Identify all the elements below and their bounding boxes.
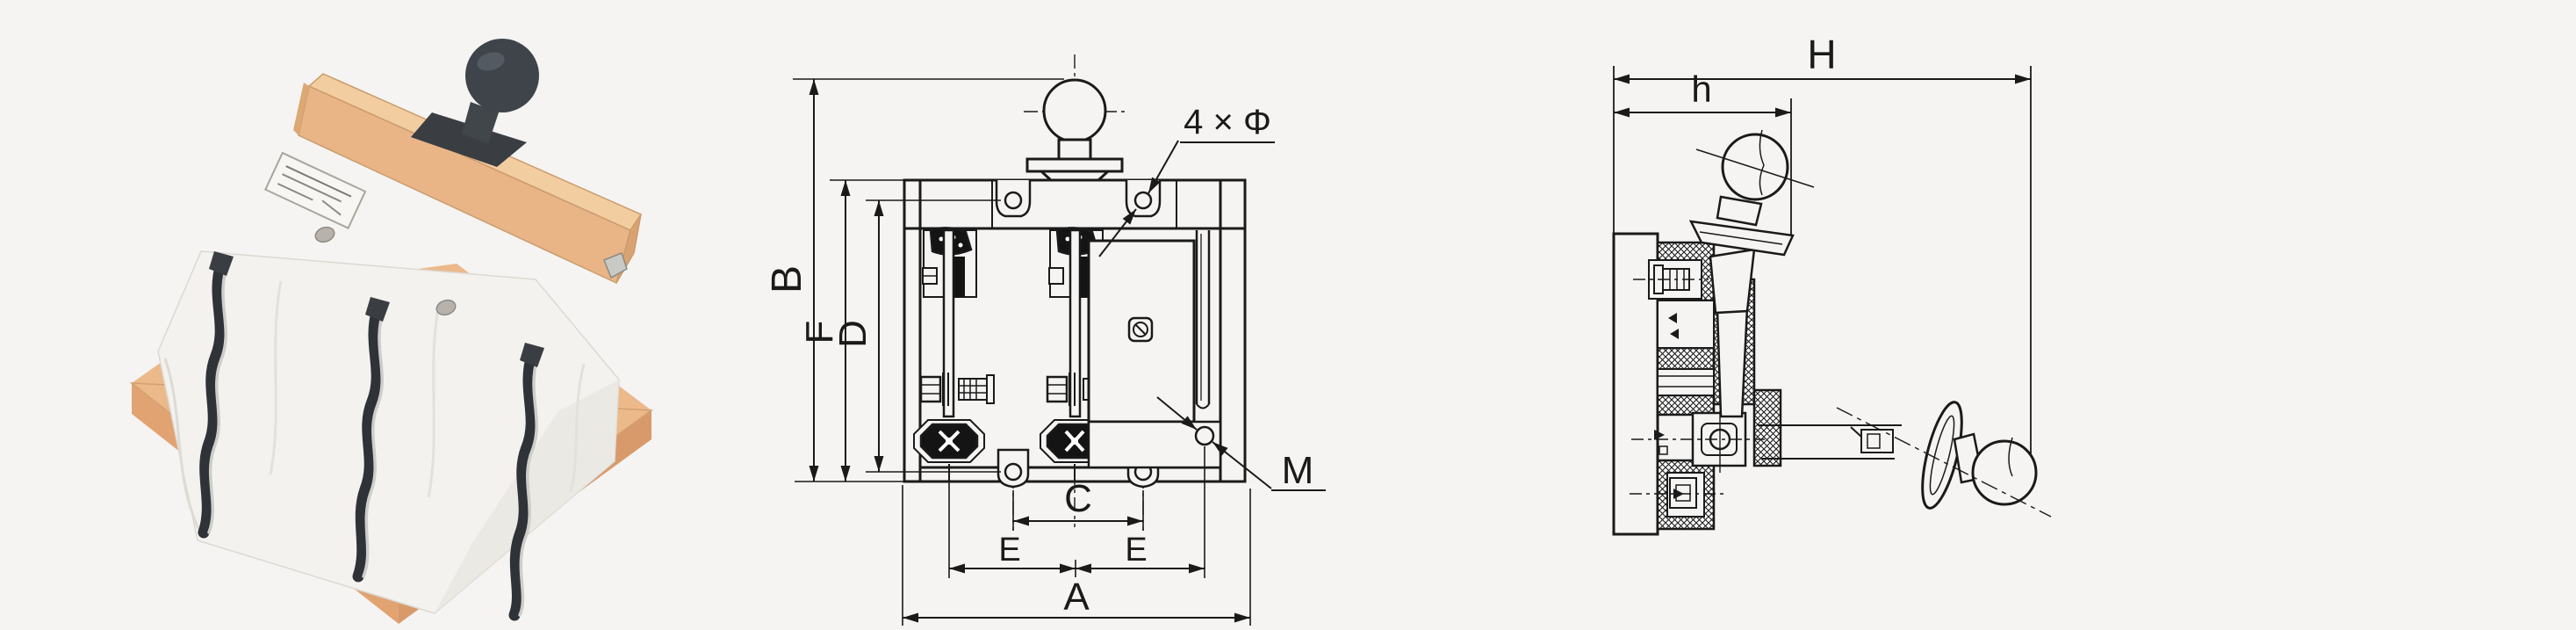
side-dimensions <box>1613 66 2032 474</box>
knife-blade <box>198 257 227 539</box>
dim-label-E-right: E <box>1125 532 1147 568</box>
upper-terminal <box>1633 259 1709 300</box>
front-view-drawing: B F D C E E A 4 × Φ M <box>764 54 1326 626</box>
terminal-thread-hole <box>1194 425 1215 446</box>
porcelain-hole <box>314 226 335 243</box>
wooden-bar <box>293 73 643 285</box>
pivot <box>1631 411 1765 473</box>
handle-off-position <box>1758 401 2052 518</box>
lower-terminal <box>1630 477 1725 509</box>
dim-label-M: M <box>1282 449 1314 492</box>
pole-left <box>913 227 995 482</box>
dim-label-holes: 4 × Φ <box>1184 103 1271 141</box>
knife-blades <box>198 251 544 621</box>
handle-on-position <box>1688 129 1815 418</box>
blade-bar <box>942 228 955 418</box>
body-section <box>1630 241 1782 531</box>
dim-label-C: C <box>1064 477 1092 520</box>
handle <box>411 39 539 167</box>
handle-ball-side-on <box>1721 133 1789 201</box>
dim-label-h: h <box>1691 69 1711 110</box>
front-dimensions <box>793 78 1326 626</box>
cover-screw <box>1127 316 1154 343</box>
mounting-hole <box>1133 191 1153 210</box>
terminal-cluster <box>919 373 995 406</box>
porcelain-hole <box>435 299 457 316</box>
dim-label-E-left: E <box>998 532 1020 568</box>
mounting-hole <box>1004 191 1023 210</box>
knife-blade <box>508 349 538 621</box>
bottom-contact <box>913 419 985 463</box>
handle-flange <box>411 112 527 167</box>
knife-blade <box>352 303 384 583</box>
dim-label-H: H <box>1807 32 1836 77</box>
handle-stem <box>462 102 499 144</box>
dim-label-A: A <box>1063 576 1090 619</box>
mounting-hole <box>1004 462 1023 482</box>
pole-cover <box>1087 230 1222 469</box>
blade-bar <box>1069 228 1082 418</box>
dim-label-B: B <box>764 265 810 293</box>
side-view-drawing: H h <box>1612 32 2052 536</box>
dim-label-D: D <box>831 320 874 348</box>
nameplate-label <box>263 151 367 229</box>
handle-ball <box>465 39 539 112</box>
bar-pivot-fitting <box>603 252 628 279</box>
handle-ball-front <box>1025 78 1124 183</box>
product-photo <box>129 39 654 624</box>
handle-ball-side-off <box>1971 439 2038 506</box>
dim-label-F: F <box>798 321 841 344</box>
